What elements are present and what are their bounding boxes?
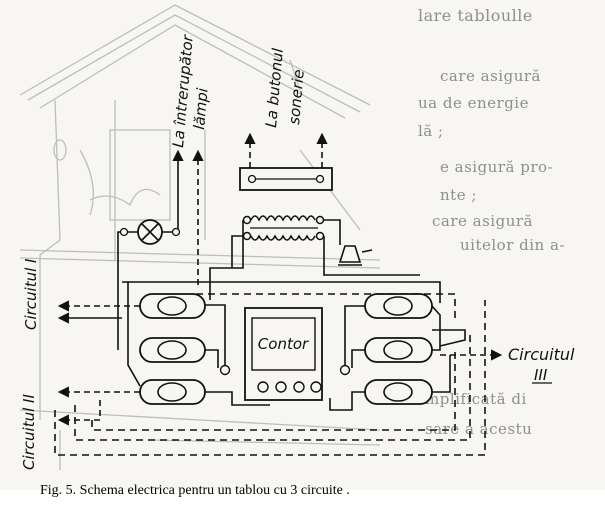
label-lamps: lămpi: [190, 86, 212, 130]
page-text-line: care asigură: [432, 212, 533, 230]
fuse-left-1: [139, 293, 206, 319]
page-text-line: mplificată di: [425, 390, 527, 408]
page-text-line: uitelor din a-: [460, 236, 565, 254]
fuse-left-3: [139, 379, 206, 405]
label-circuit-1: Circuitul I: [22, 258, 40, 330]
bell-icon: [338, 238, 373, 266]
label-circuit-3-number: III: [534, 366, 548, 384]
label-circuit-3: Circuitul: [508, 345, 575, 364]
lamp-symbol: [119, 219, 181, 245]
page-text-line: ua de energie: [418, 94, 529, 112]
label-bell: sonerie: [285, 69, 308, 126]
page-text-line: lă ;: [418, 122, 444, 140]
page-text-line: care asigură: [440, 67, 541, 85]
wiring-diagram: Contor La întrerupător l: [19, 4, 575, 470]
terminal: [219, 364, 231, 376]
meter-label: Contor: [258, 335, 309, 353]
bell-button-plate: [239, 167, 333, 191]
label-button: La butonul: [262, 47, 287, 129]
page-text-line: sare a acestu: [425, 420, 533, 438]
terminal: [339, 364, 351, 376]
page-text-line: lare tabloulle: [418, 6, 533, 25]
label-circuit-2: Circuitul II: [20, 394, 38, 470]
house-sketch: [19, 4, 381, 470]
fuse-left-2: [139, 337, 206, 363]
fuse-right-1: [364, 293, 433, 319]
page-text-line: nte ;: [440, 186, 477, 204]
bell-transformer: [242, 215, 325, 241]
page-text-line: e asigură pro-: [440, 158, 554, 176]
fuse-right-2: [364, 337, 433, 363]
figure-caption: Fig. 5. Schema electrica pentru un tablo…: [40, 483, 350, 498]
fuse-right-3: [364, 379, 433, 405]
electric-meter: Contor: [244, 307, 323, 401]
